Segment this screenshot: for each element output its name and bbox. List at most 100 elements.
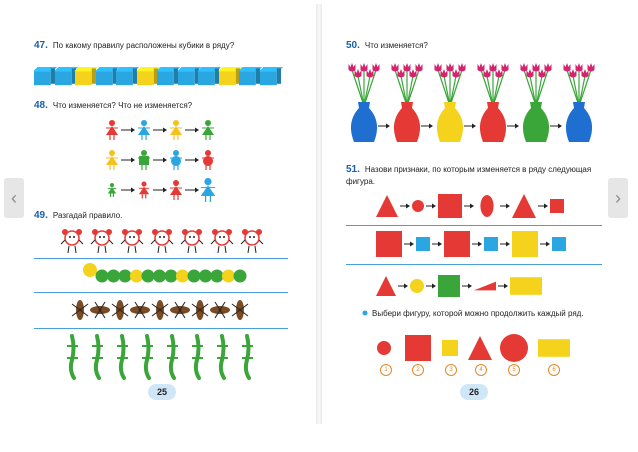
exercise-text: Что изменяется? Что не изменяется? (52, 101, 193, 110)
page-number: 26 (460, 384, 488, 400)
arrowhead-icon (506, 241, 510, 247)
figure-triangle (106, 150, 118, 170)
figure-rows (106, 120, 216, 202)
exercise-number: 49. (34, 210, 48, 221)
arrowhead-icon (432, 203, 436, 209)
bug (210, 301, 230, 319)
exercise-number: 51. (346, 164, 360, 175)
tulip-icon (434, 63, 442, 72)
rectangle-shape (538, 339, 570, 357)
arrowhead-icon (558, 123, 562, 129)
arrowhead-icon (438, 241, 442, 247)
exercise-number: 48. (34, 100, 48, 111)
tulip-icon (397, 69, 405, 78)
arrowhead-icon (404, 283, 408, 289)
figure-circle (170, 150, 182, 170)
answer-option-number[interactable]: 6 (548, 364, 560, 376)
tulip-icon (360, 63, 368, 72)
tulip-icon (440, 69, 448, 78)
tulip-icon (520, 63, 528, 72)
divider-line (346, 225, 602, 226)
next-page-button[interactable]: › (608, 178, 628, 218)
prev-page-button[interactable]: ‹ (4, 178, 24, 218)
caterpillar-segment (141, 269, 155, 283)
shape-row-2 (376, 231, 566, 257)
bullet-dot (362, 310, 368, 316)
exercise-text: Назови признаки, по которым изменяется в… (346, 165, 592, 186)
caterpillar-segment (233, 269, 247, 283)
figure-triangle (138, 181, 150, 199)
cube-blue (94, 67, 119, 86)
caterpillar (83, 263, 247, 283)
figure-triangle (138, 120, 150, 140)
doll (150, 229, 174, 254)
square-shape (512, 231, 538, 257)
caterpillar-segment (199, 269, 212, 283)
cube-blue (238, 67, 263, 86)
tulip-icon (372, 63, 380, 72)
caterpillar-segment (130, 269, 143, 283)
triangle-shape (512, 194, 536, 218)
answer-option-number[interactable]: 4 (475, 364, 487, 376)
lizard-row (67, 334, 253, 380)
vase-icon (565, 102, 593, 142)
answer-option-number[interactable]: 5 (508, 364, 520, 376)
arrowhead-icon (163, 127, 167, 133)
square-shape (550, 199, 564, 213)
answer-option-number[interactable]: 2 (412, 364, 424, 376)
bug (130, 301, 150, 319)
tulip-icon (495, 69, 503, 78)
vase-with-tulips (520, 63, 552, 142)
vase-row (348, 63, 595, 142)
cube-yellow (217, 67, 242, 86)
tulip-icon (532, 63, 540, 72)
circle-shape (500, 334, 528, 362)
caterpillar-segment (118, 269, 132, 283)
tulip-icon (452, 69, 460, 78)
cube-yellow (74, 67, 99, 86)
rectangle-shape (510, 277, 542, 295)
arrowhead-icon (429, 123, 433, 129)
doll (210, 229, 234, 254)
vase-icon (479, 102, 507, 142)
caterpillar-segment (107, 269, 120, 283)
square-shape (438, 275, 460, 297)
square-shape (438, 194, 462, 218)
bug-row (71, 300, 249, 320)
answer-option-number[interactable]: 3 (445, 364, 457, 376)
tulip-icon (477, 63, 485, 72)
tulip-icon (563, 63, 571, 72)
tulip-icon (483, 69, 491, 78)
circle-shape (377, 341, 391, 355)
bug (71, 300, 89, 320)
exercise-49: 49.Разгадай правило. (34, 210, 284, 221)
exercise-51: 51.Назови признаки, по которым изменяетс… (346, 164, 606, 188)
answer-option-number[interactable]: 1 (380, 364, 392, 376)
divider-line (346, 264, 602, 265)
figure-triangle (202, 120, 214, 140)
bug (191, 300, 209, 320)
vase-icon (350, 102, 378, 142)
divider-line (34, 328, 288, 329)
triangle-shape (376, 276, 396, 296)
tulip-icon (501, 63, 509, 72)
lizard (117, 334, 128, 380)
tulip-icon (544, 63, 552, 72)
doll-row (60, 229, 264, 254)
figure-triangle (170, 120, 182, 140)
vase-with-tulips (348, 63, 380, 142)
exercise-text: По какому правилу расположены кубики в р… (52, 41, 235, 50)
vase-icon (522, 102, 550, 142)
divider-line (34, 258, 288, 259)
arrowhead-icon (406, 203, 410, 209)
arrowhead-icon (468, 283, 472, 289)
exercise-number: 47. (34, 40, 48, 51)
cube-blue (115, 67, 140, 86)
arrowhead-icon (544, 203, 548, 209)
lizard (217, 334, 228, 380)
caterpillar-segment (153, 269, 166, 283)
page-number: 25 (148, 384, 176, 400)
lizard (192, 334, 203, 380)
tulip-icon (489, 63, 497, 72)
shape-row-3 (376, 275, 542, 297)
